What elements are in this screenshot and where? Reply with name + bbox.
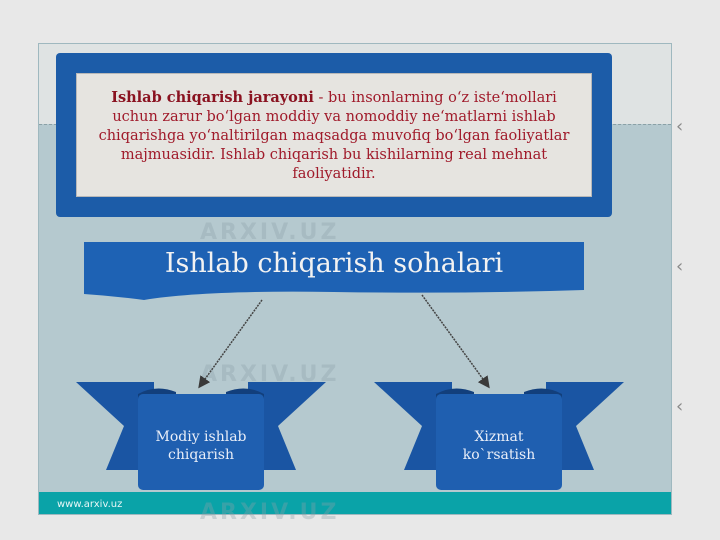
footer-url[interactable]: www.arxiv.uz [57, 499, 123, 510]
bullet-icon: ‹ [676, 396, 684, 417]
banner-wave [84, 288, 584, 300]
watermark: ARXIV.UZ [200, 220, 340, 245]
ribbon-shape-right [374, 382, 624, 490]
branch-label-right: Xizmat ko`rsatish [462, 429, 536, 463]
definition-box: Ishlab chiqarish jarayoni - bu insonlarn… [76, 73, 592, 197]
banner-title: Ishlab chiqarish sohalari [164, 248, 504, 279]
bullet-icon: ‹ [676, 116, 684, 137]
arrow-left [198, 299, 263, 389]
branch-label-left: Modiy ishlab chiqarish [155, 429, 247, 463]
definition-frame: Ishlab chiqarish jarayoni - bu insonlarn… [56, 53, 612, 217]
arrow-right [421, 294, 490, 389]
bullet-icon: ‹ [676, 256, 684, 277]
watermark: ARXIV.UZ [200, 500, 340, 525]
footer-bar [39, 492, 671, 514]
ribbon-shape-left [76, 382, 326, 490]
definition-text: - bu insonlarning o‘z iste‘mollari uchun… [98, 90, 570, 182]
section-banner [84, 242, 584, 288]
definition-term: Ishlab chiqarish jarayoni [111, 89, 314, 106]
